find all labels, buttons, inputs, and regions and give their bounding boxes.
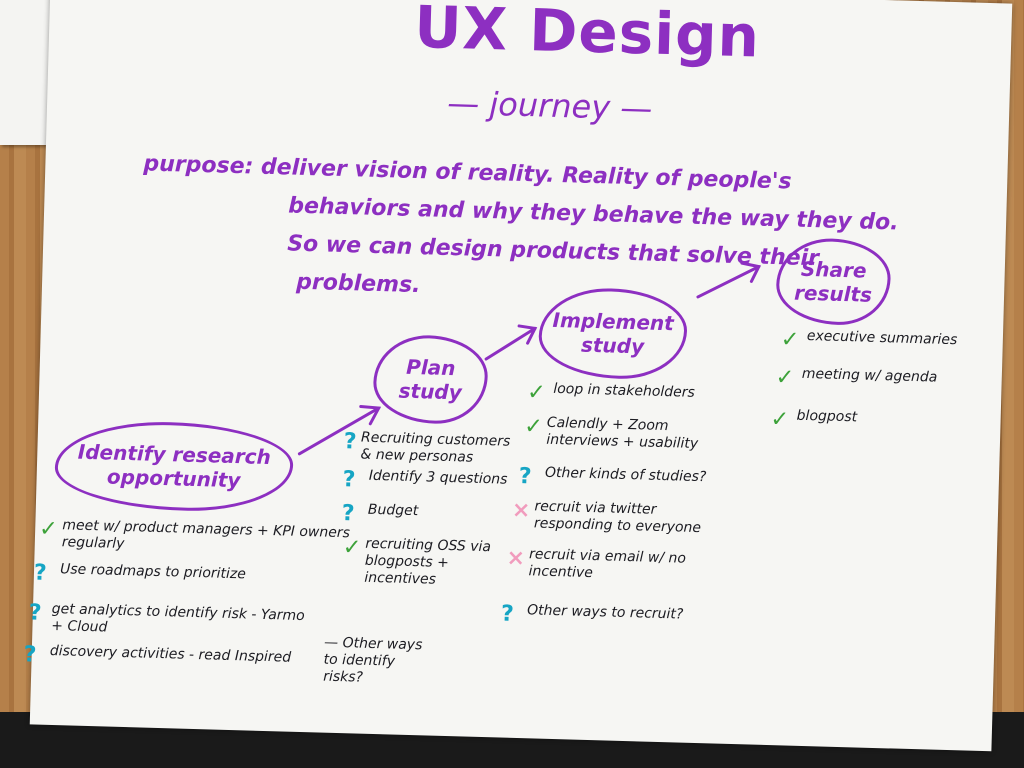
plan-item: ? Recruiting customers & new personas (343, 429, 520, 468)
implement-item-text: Calendly + Zoom interviews + usability (546, 414, 699, 452)
implement-item-text: loop in stakeholders (553, 380, 696, 401)
cross-mark-icon: × (511, 497, 531, 524)
plan-item-text: Identify 3 questions (368, 467, 508, 488)
question-mark-icon: ? (33, 560, 48, 586)
implement-item: ✓ Calendly + Zoom interviews + usability (524, 414, 737, 454)
question-mark-icon: ? (23, 642, 37, 668)
check-mark-icon: ✓ (770, 406, 790, 433)
implement-item-text: recruit via email w/ no incentive (528, 546, 687, 582)
flip-chart-paper: UX Design — journey — purpose: deliver v… (23, 0, 1013, 752)
journey-arrows (297, 261, 762, 456)
plan-item: ✓ recruiting OSS via blogposts + incenti… (342, 535, 493, 590)
question-mark-icon: ? (341, 501, 355, 527)
implement-item: × recruit via twitter responding to ever… (511, 498, 712, 538)
plan-item: ? Budget (341, 501, 518, 531)
cross-mark-icon: × (506, 545, 526, 572)
plan-item-text: Budget (367, 501, 419, 520)
check-mark-icon: ✓ (342, 535, 362, 561)
question-mark-icon: ? (342, 467, 356, 493)
share-item-text: executive summaries (806, 327, 958, 349)
arrow-implement-to-share (696, 265, 761, 299)
implement-item-text: recruit via twitter responding to everyo… (533, 498, 702, 537)
check-mark-icon: ✓ (526, 380, 546, 406)
implement-item-text: Other ways to recruit? (526, 602, 684, 623)
arrow-plan-to-implement (484, 326, 537, 361)
question-mark-icon: ? (518, 463, 532, 490)
question-mark-icon: ? (28, 600, 42, 626)
implement-item-text: Other kinds of studies? (544, 464, 707, 486)
plan-item: ? Identify 3 questions (342, 467, 519, 497)
arrow-identify-to-plan (297, 406, 381, 456)
arrow-implement-to-share-head (740, 261, 762, 283)
question-mark-icon: ? (500, 601, 515, 627)
question-mark-icon: ? (343, 429, 357, 455)
arrow-identify-to-plan-head (359, 405, 382, 426)
arrow-plan-to-implement-head (517, 324, 538, 345)
check-mark-icon: ✓ (38, 516, 58, 543)
check-mark-icon: ✓ (523, 414, 544, 440)
plan-item-text: recruiting OSS via blogposts + incentive… (364, 535, 492, 588)
implement-item: × recruit via email w/ no incentive (506, 546, 707, 586)
identify-note: — Other ways to identify risks? (322, 634, 423, 686)
check-mark-icon: ✓ (775, 365, 795, 391)
plan-item-text: Recruiting customers & new personas (360, 429, 511, 466)
share-item-text: blogpost (796, 407, 858, 426)
share-item-text: meeting w/ agenda (801, 365, 938, 386)
check-mark-icon: ✓ (780, 327, 800, 353)
